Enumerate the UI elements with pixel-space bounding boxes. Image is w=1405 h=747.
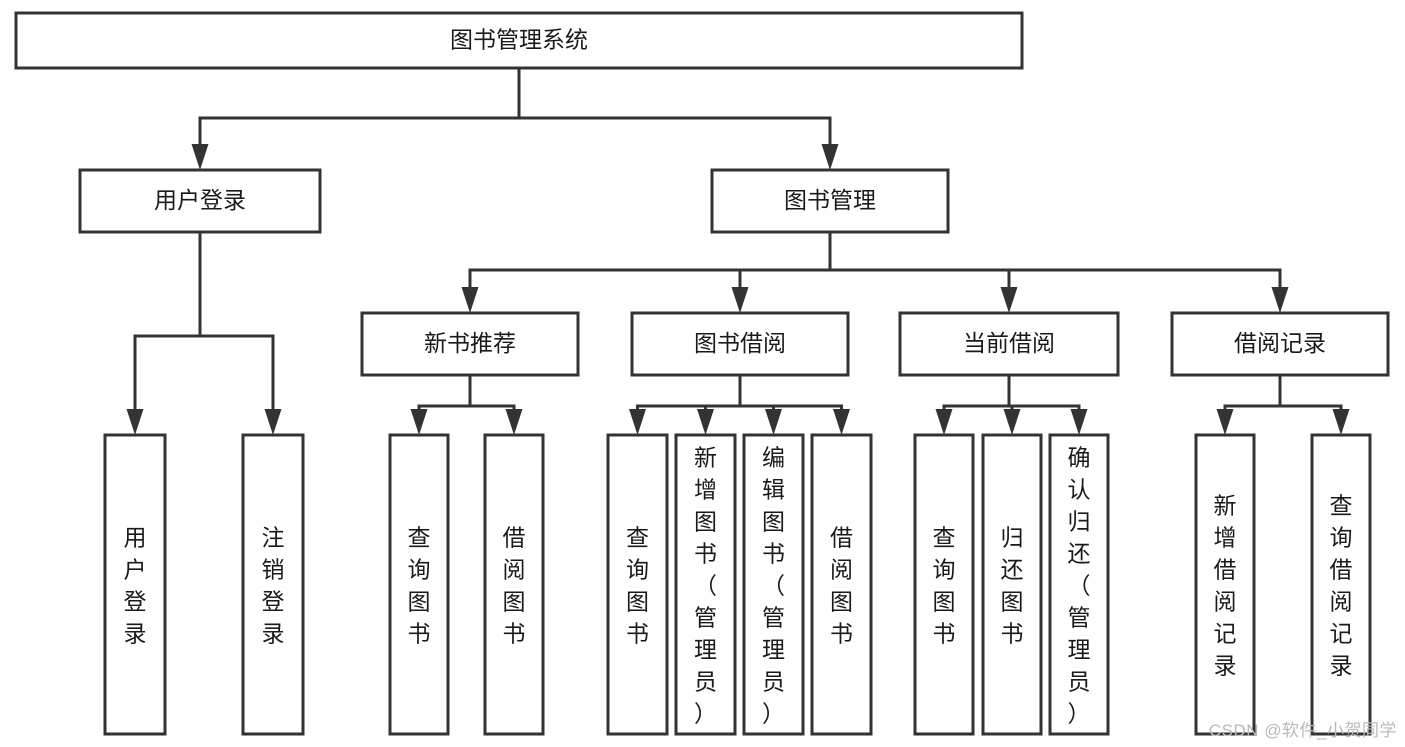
node-root[interactable]: 图书管理系统: [14, 11, 1024, 70]
node-current-borrow[interactable]: 当前借阅: [898, 311, 1120, 377]
node-book-manage[interactable]: 图书管理: [710, 168, 950, 234]
node-label-leaf-logout: 注销登录: [262, 524, 285, 646]
node-label-leaf-query-book-current: 查询图书: [933, 524, 956, 646]
connector-root-to-level1: [191, 66, 839, 170]
node-label-leaf-query-book-recommend: 查询图书: [408, 524, 431, 646]
node-box-book-borrow[interactable]: [630, 311, 850, 377]
node-label-user-login: 用户登录: [154, 187, 246, 213]
node-box-leaf-confirm-return-admin[interactable]: [1048, 433, 1110, 736]
connector-current-to-leaves: [935, 373, 1088, 435]
node-label-borrow-record: 借阅记录: [1234, 330, 1326, 356]
node-label-leaf-user-login: 用户登录: [124, 524, 147, 646]
node-leaf-user-login[interactable]: 用户登录: [103, 433, 167, 736]
node-label-leaf-add-borrow-record: 新增借阅记录: [1214, 492, 1237, 678]
connector-recommend-to-leaves: [410, 373, 523, 435]
node-box-new-book-recommend[interactable]: [360, 311, 580, 377]
node-box-borrow-record[interactable]: [1170, 311, 1390, 377]
node-box-leaf-return-book[interactable]: [981, 433, 1043, 736]
node-box-leaf-borrow-book-recommend[interactable]: [483, 433, 545, 736]
node-user-login[interactable]: 用户登录: [78, 168, 322, 234]
node-new-book-recommend[interactable]: 新书推荐: [360, 311, 580, 377]
node-box-leaf-query-borrow-record[interactable]: [1310, 433, 1372, 736]
connector-book-manage-to-level2: [461, 230, 1289, 313]
nodes-layer: 图书管理系统用户登录图书管理新书推荐图书借阅当前借阅借阅记录用户登录注销登录查询…: [14, 11, 1390, 736]
connector-borrow-to-leaves: [629, 373, 850, 435]
node-label-leaf-return-book: 归还图书: [1001, 524, 1024, 646]
node-label-new-book-recommend: 新书推荐: [424, 330, 516, 356]
node-box-leaf-query-book-current[interactable]: [913, 433, 975, 736]
node-leaf-edit-book-admin[interactable]: 编辑图书（管理员）: [742, 433, 805, 736]
node-leaf-add-book-admin[interactable]: 新增图书（管理员）: [674, 433, 737, 736]
node-box-leaf-query-book-recommend[interactable]: [388, 433, 450, 736]
node-label-current-borrow: 当前借阅: [963, 330, 1055, 356]
node-label-leaf-query-book-borrow: 查询图书: [626, 524, 649, 646]
connector-user-login-to-leaves: [126, 230, 282, 435]
node-leaf-query-book-current[interactable]: 查询图书: [913, 433, 975, 736]
node-leaf-query-book-borrow[interactable]: 查询图书: [606, 433, 669, 736]
node-label-root: 图书管理系统: [450, 27, 588, 53]
node-label-leaf-edit-book-admin: 编辑图书（管理员）: [762, 444, 785, 726]
node-leaf-borrow-book-recommend[interactable]: 借阅图书: [483, 433, 545, 736]
node-label-leaf-borrow-book: 借阅图书: [830, 524, 853, 646]
node-box-current-borrow[interactable]: [898, 311, 1120, 377]
node-leaf-return-book[interactable]: 归还图书: [981, 433, 1043, 736]
node-box-leaf-user-login[interactable]: [103, 433, 167, 736]
connectors-layer: [126, 66, 1350, 435]
node-label-leaf-query-borrow-record: 查询借阅记录: [1330, 492, 1353, 678]
node-leaf-query-borrow-record[interactable]: 查询借阅记录: [1310, 433, 1372, 736]
node-leaf-add-borrow-record[interactable]: 新增借阅记录: [1194, 433, 1256, 736]
node-box-leaf-add-book-admin[interactable]: [674, 433, 737, 736]
node-book-borrow[interactable]: 图书借阅: [630, 311, 850, 377]
csdn-watermark: CSDN @软件_小贺同学: [1208, 721, 1397, 740]
connector-record-to-leaves: [1216, 373, 1350, 435]
node-box-leaf-borrow-book[interactable]: [810, 433, 873, 736]
node-borrow-record[interactable]: 借阅记录: [1170, 311, 1390, 377]
node-box-user-login[interactable]: [78, 168, 322, 234]
node-box-leaf-query-book-borrow[interactable]: [606, 433, 669, 736]
node-box-leaf-edit-book-admin[interactable]: [742, 433, 805, 736]
node-label-leaf-confirm-return-admin: 确认归还（管理员）: [1068, 444, 1091, 726]
node-box-leaf-logout[interactable]: [241, 433, 305, 736]
node-leaf-logout[interactable]: 注销登录: [241, 433, 305, 736]
node-label-book-manage: 图书管理: [784, 187, 876, 213]
node-label-book-borrow: 图书借阅: [694, 330, 786, 356]
node-leaf-borrow-book[interactable]: 借阅图书: [810, 433, 873, 736]
node-box-root[interactable]: [14, 11, 1024, 70]
node-leaf-confirm-return-admin[interactable]: 确认归还（管理员）: [1048, 433, 1110, 736]
node-label-leaf-borrow-book-recommend: 借阅图书: [503, 524, 526, 646]
node-label-leaf-add-book-admin: 新增图书（管理员）: [694, 444, 717, 726]
node-box-book-manage[interactable]: [710, 168, 950, 234]
node-box-leaf-add-borrow-record[interactable]: [1194, 433, 1256, 736]
node-leaf-query-book-recommend[interactable]: 查询图书: [388, 433, 450, 736]
